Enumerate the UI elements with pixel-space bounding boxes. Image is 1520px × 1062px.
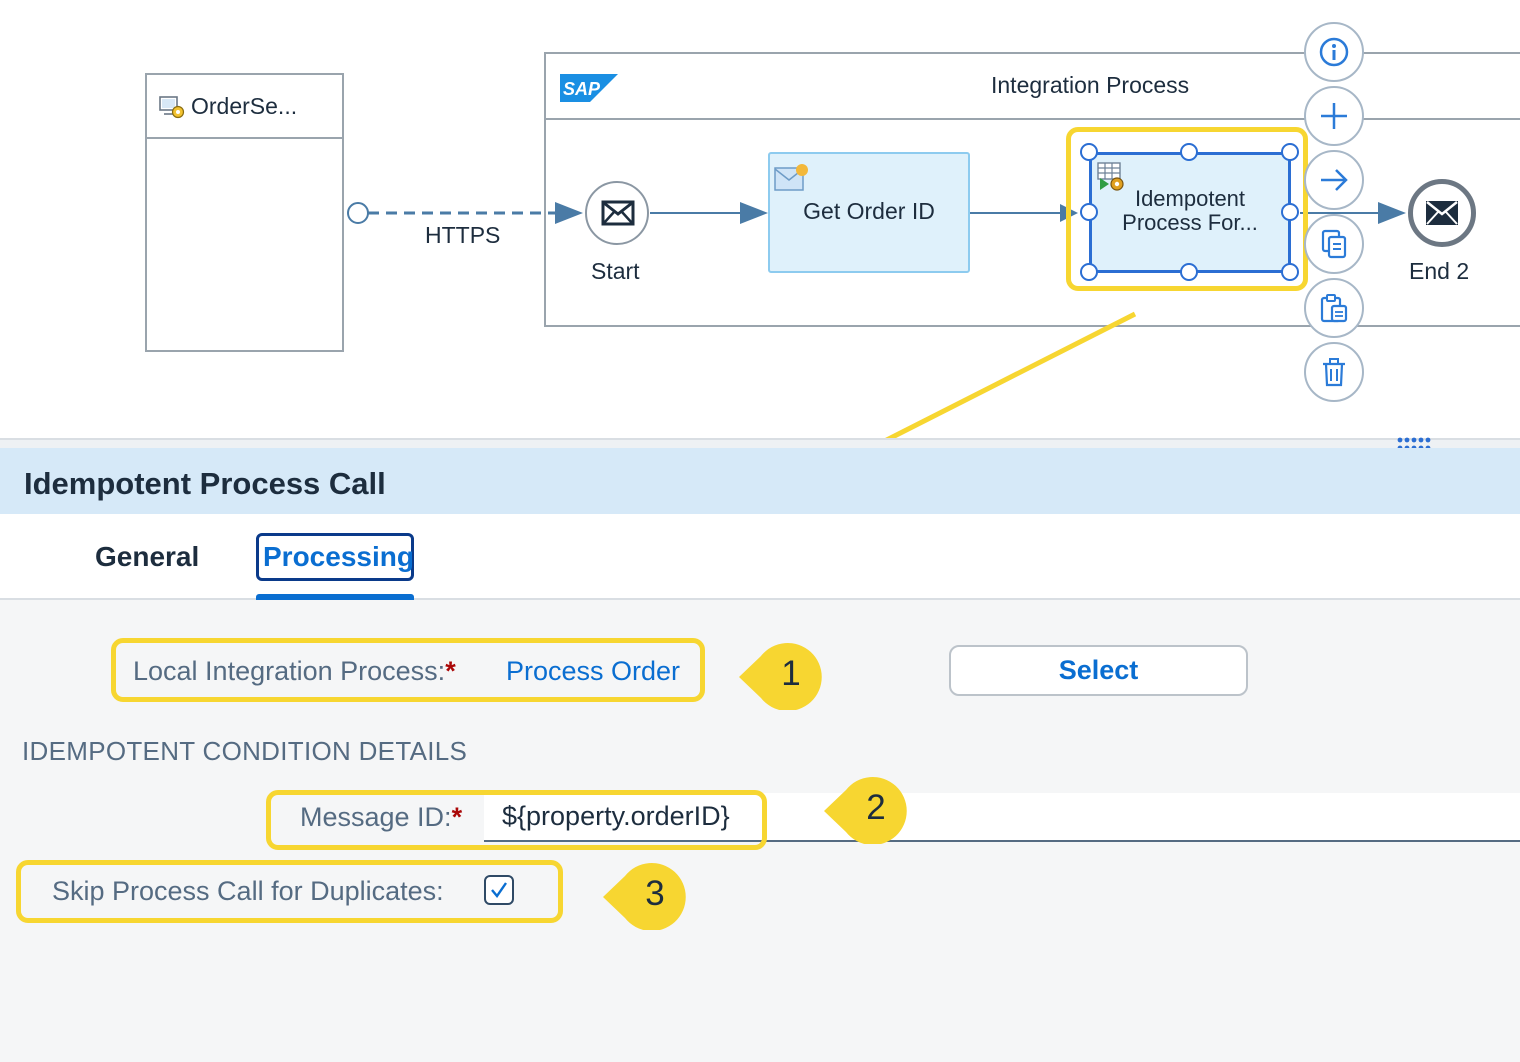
start-event-label: Start <box>591 258 640 284</box>
local-process-link[interactable]: Process Order <box>506 656 681 686</box>
skip-duplicates-label: Skip Process Call for Duplicates: <box>52 876 444 906</box>
callout-shape-2 <box>824 777 907 844</box>
resize-handle-e[interactable] <box>1281 203 1299 221</box>
sender-header: OrderSe... <box>147 75 342 139</box>
connect-button[interactable] <box>1304 150 1364 210</box>
connectors-layer <box>347 202 1406 440</box>
end-event-label: End 2 <box>1409 258 1470 284</box>
message-id-input[interactable]: ${property.orderID} <box>484 793 1520 842</box>
trash-icon <box>1323 358 1345 387</box>
start-event[interactable] <box>585 181 649 245</box>
callout-badge-3: 3 <box>601 860 693 930</box>
copy-button[interactable] <box>1304 214 1364 274</box>
callout-number-1: 1 <box>781 654 801 693</box>
paste-button[interactable] <box>1304 278 1364 338</box>
select-button[interactable]: Select <box>949 645 1248 696</box>
tab-general[interactable]: General <box>95 541 200 572</box>
diagram-canvas[interactable]: OrderSe... SAP Integration Process <box>0 0 1520 440</box>
section-title: IDEMPOTENT CONDITION DETAILS <box>22 736 468 766</box>
flow-idem-to-end[interactable] <box>1300 202 1406 224</box>
highlight-frame-1 <box>111 638 705 702</box>
highlight-frame-3 <box>16 860 563 923</box>
envelope-icon <box>601 200 635 226</box>
tab-processing[interactable]: Processing <box>263 541 414 572</box>
resize-handle-w[interactable] <box>1080 203 1098 221</box>
resize-handle-ne[interactable] <box>1281 143 1299 161</box>
checkmark-icon <box>491 882 507 898</box>
sender-system-icon <box>159 96 185 119</box>
task-get-order-id[interactable]: Get Order ID <box>768 152 970 273</box>
message-id-value: ${property.orderID} <box>502 801 730 831</box>
resize-handle-se[interactable] <box>1281 263 1299 281</box>
resize-handle-s[interactable] <box>1180 263 1198 281</box>
resize-handle-n[interactable] <box>1180 143 1198 161</box>
arrow-right-icon <box>1321 169 1348 191</box>
pool-title: Integration Process <box>991 72 1190 98</box>
sap-logo: SAP <box>560 74 618 102</box>
message-id-label: Message ID:* <box>300 802 463 832</box>
connection-label: HTTPS <box>425 222 501 248</box>
properties-title: Idempotent Process Call <box>24 466 386 501</box>
callout-number-2: 2 <box>866 788 886 827</box>
sender-label: OrderSe... <box>191 93 298 119</box>
pool-header: SAP Integration Process <box>546 54 1520 120</box>
sender-participant[interactable]: OrderSe... <box>145 73 344 352</box>
task-highlight-frame <box>1066 127 1308 291</box>
resize-handle-sw[interactable] <box>1080 263 1098 281</box>
properties-tabbar: General Processing <box>0 514 1520 600</box>
svg-text:SAP: SAP <box>563 79 601 99</box>
add-button[interactable] <box>1304 86 1364 146</box>
task-get-order-id-label: Get Order ID <box>803 198 935 224</box>
envelope-filled-icon <box>1426 201 1458 225</box>
flow-get-to-idem[interactable] <box>970 204 1078 222</box>
callout-badge-1: 1 <box>737 640 829 710</box>
tab-processing-focus <box>256 533 414 581</box>
properties-header: Idempotent Process Call <box>0 448 1520 514</box>
resize-handle-nw[interactable] <box>1080 143 1098 161</box>
delete-button[interactable] <box>1304 342 1364 402</box>
local-process-label: Local Integration Process:* <box>133 656 456 686</box>
skip-duplicates-checkbox[interactable] <box>484 875 514 905</box>
process-call-icon <box>1097 162 1124 191</box>
content-modifier-icon <box>774 164 808 191</box>
end-event[interactable] <box>1408 179 1476 247</box>
highlight-frame-2 <box>266 790 767 850</box>
info-icon <box>1319 37 1349 67</box>
copy-icon <box>1321 229 1347 259</box>
callout-shape-3 <box>603 863 686 930</box>
paste-icon <box>1320 294 1348 323</box>
flow-start-to-get[interactable] <box>650 202 768 224</box>
active-tab-indicator <box>256 594 414 600</box>
callout-shape-1 <box>739 643 822 710</box>
info-button[interactable] <box>1304 22 1364 82</box>
sender-connector[interactable] <box>347 202 583 224</box>
callout-badge-2: 2 <box>822 774 914 844</box>
callout-number-3: 3 <box>645 874 665 913</box>
annotation-arrow <box>881 311 1137 440</box>
plus-icon <box>1321 103 1347 129</box>
